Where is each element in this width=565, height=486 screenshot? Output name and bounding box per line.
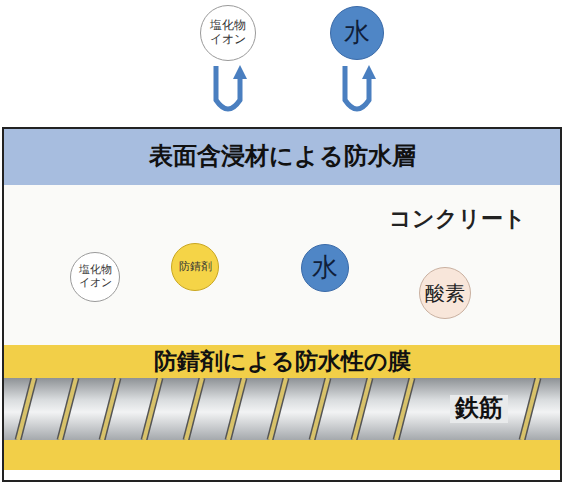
rib-stroke <box>522 378 538 440</box>
rib-stroke <box>18 378 34 440</box>
bounce-arrow <box>216 66 240 109</box>
rib-stroke <box>144 378 160 440</box>
ion-circle: 塩化物 イオン <box>200 5 256 61</box>
rib-stroke <box>396 378 412 440</box>
node-label: 水 <box>312 253 338 283</box>
film-strip <box>4 440 560 470</box>
bounce-arrow <box>345 66 369 109</box>
node-label: コンクリート <box>354 207 560 232</box>
node-label: 塩化物 イオン <box>208 19 248 47</box>
rib-stroke <box>228 378 244 440</box>
surface-layer: 表面含浸材による防水層 <box>4 129 560 185</box>
rib-stroke <box>186 378 202 440</box>
rib-stroke <box>228 378 244 440</box>
rib-stroke <box>60 378 76 440</box>
rib-stroke <box>312 378 328 440</box>
rib-stroke <box>186 378 202 440</box>
rib-stroke <box>270 378 286 440</box>
node-label: 防錆剤 <box>179 261 212 274</box>
rib-stroke <box>522 378 538 440</box>
rib-stroke <box>60 378 76 440</box>
oxygen-circle: 酸素 <box>419 267 471 319</box>
ion-circle: 塩化物 イオン <box>70 252 120 302</box>
rib-stroke <box>312 378 328 440</box>
water-circle: 水 <box>330 6 384 60</box>
rib-stroke <box>18 378 34 440</box>
node-label: 表面含浸材による防水層 <box>149 143 416 171</box>
rib-stroke <box>102 378 118 440</box>
rib-stroke <box>144 378 160 440</box>
rib-stroke <box>396 378 412 440</box>
rib-stroke <box>270 378 286 440</box>
node-label: 防錆剤による防水性の膜 <box>154 348 411 374</box>
concrete-region: コンクリート塩化物 イオン 防錆剤 水酸素 <box>4 185 560 345</box>
node-label: 鉄筋 <box>450 395 508 423</box>
node-label: 酸素 <box>425 282 465 305</box>
rib-stroke <box>354 378 370 440</box>
rib-stroke <box>102 378 118 440</box>
water-circle: 水 <box>301 244 349 292</box>
film-band: 防錆剤による防水性の膜 <box>4 345 560 378</box>
node-label: 塩化物 イオン <box>76 264 114 289</box>
inhibitor-circle: 防錆剤 <box>171 243 219 291</box>
node-label: 水 <box>344 18 370 48</box>
rebar: 鉄筋 <box>4 378 560 440</box>
rib-stroke <box>354 378 370 440</box>
section-frame <box>3 128 561 481</box>
